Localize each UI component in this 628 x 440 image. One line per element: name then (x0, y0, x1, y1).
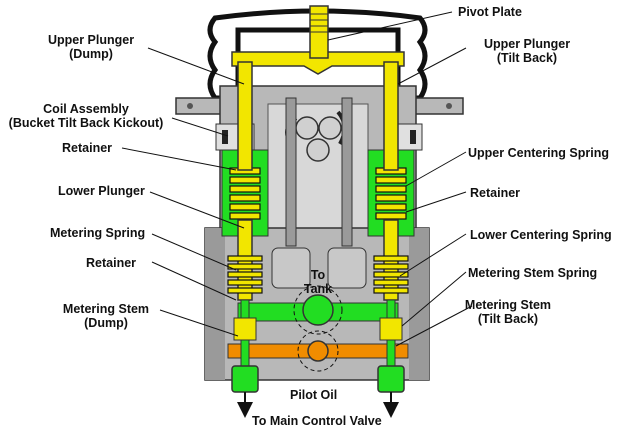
label-to-tank-text: To Tank (303, 268, 333, 296)
label-coil-assembly-text: Coil Assembly (Bucket Tilt Back Kickout) (8, 102, 164, 130)
metering-spring-right (373, 255, 409, 294)
stem-spring-right (379, 317, 403, 341)
upper-spring-right (375, 167, 407, 220)
outlet-plug-right (377, 365, 405, 393)
body-shadow-right (409, 228, 429, 380)
metering-spring-left (227, 255, 263, 294)
label-lower-centering-spring: Lower Centering Spring (470, 228, 612, 242)
label-upper-plunger-dump: Upper Plunger (Dump) (36, 33, 146, 61)
label-metering-stem-tilt-text: Metering Stem (Tilt Back) (464, 298, 552, 326)
outlet-plug-left (231, 365, 259, 393)
upper-plunger-tilt (383, 61, 399, 171)
upper-spring-left (229, 167, 261, 220)
wire-connector-c (306, 138, 330, 162)
label-upper-centering-spring: Upper Centering Spring (468, 146, 609, 160)
label-lower-plunger: Lower Plunger (58, 184, 145, 198)
rubber-boot (207, 8, 428, 101)
label-upper-plunger-dump-text: Upper Plunger (Dump) (47, 33, 135, 61)
label-upper-plunger-tilt: Upper Plunger (Tilt Back) (466, 37, 588, 65)
wire-connector-a (295, 116, 319, 140)
label-to-main-control-valve: To Main Control Valve (252, 414, 382, 428)
label-retainer-right: Retainer (470, 186, 521, 200)
cover-bolt-right (446, 103, 452, 109)
leader-lines (121, 11, 473, 347)
inner-rod-left (285, 97, 297, 247)
label-upper-plunger-tilt-text: Upper Plunger (Tilt Back) (483, 37, 571, 65)
cover-bolt-left (187, 103, 193, 109)
label-metering-stem-tilt: Metering Stem (Tilt Back) (452, 298, 564, 326)
label-to-tank: To Tank (298, 268, 338, 296)
label-metering-stem-spring: Metering Stem Spring (468, 266, 598, 280)
label-retainer-left-top: Retainer (62, 141, 113, 155)
stem-spring-left (233, 317, 257, 341)
label-metering-stem-dump-text: Metering Stem (Dump) (62, 302, 150, 330)
tank-chamber-left (271, 247, 311, 289)
tank-port (302, 294, 334, 326)
label-retainer-left-bottom: Retainer (86, 256, 137, 270)
upper-plunger-dump (237, 61, 253, 171)
tank-chamber-right (327, 247, 367, 289)
center-chamber (267, 103, 369, 231)
pilot-oil-port (307, 340, 329, 362)
label-coil-assembly: Coil Assembly (Bucket Tilt Back Kickout) (0, 102, 172, 130)
label-metering-spring: Metering Spring (50, 226, 146, 240)
label-pivot-plate: Pivot Plate (458, 5, 522, 19)
label-metering-stem-dump: Metering Stem (Dump) (50, 302, 162, 330)
wire-connector-b (318, 116, 342, 140)
label-pilot-oil: Pilot Oil (290, 388, 338, 402)
body-shadow-left (205, 228, 225, 380)
inner-rod-right (341, 97, 353, 247)
